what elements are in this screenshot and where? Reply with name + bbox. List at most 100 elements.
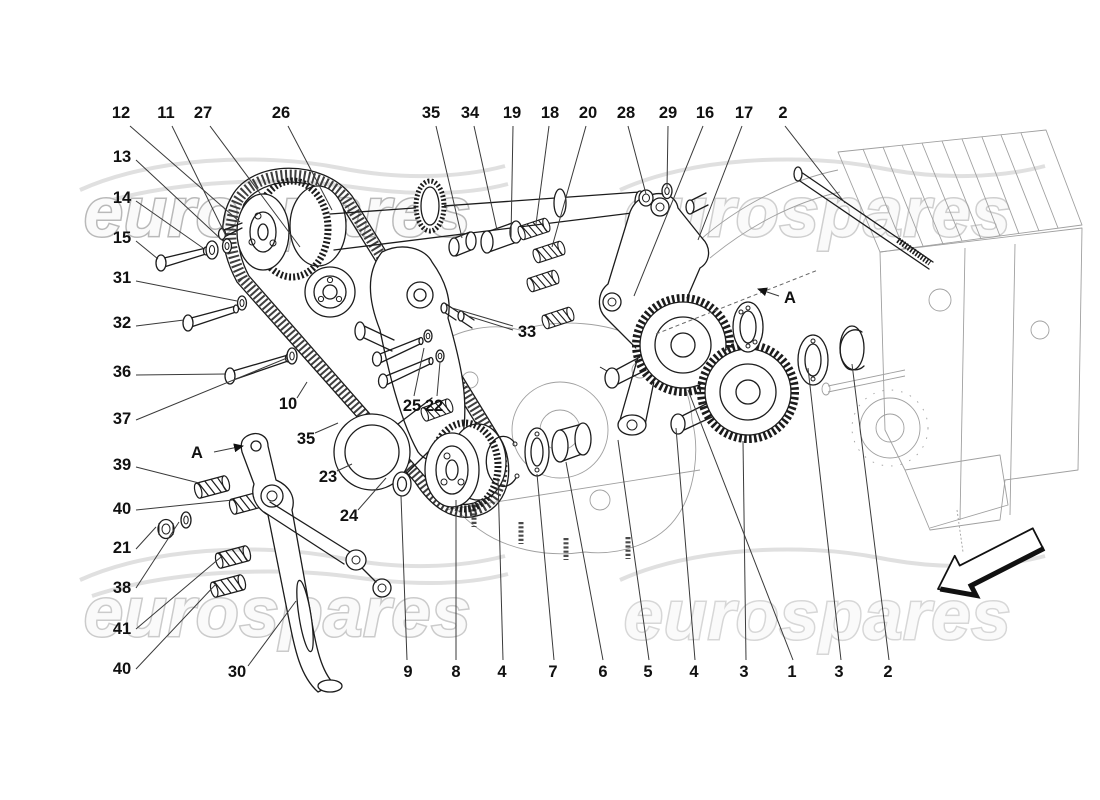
alignment-dash-line xyxy=(655,269,819,335)
leader-line xyxy=(436,361,441,397)
leader-line xyxy=(435,125,463,239)
part-callout-20-8: 20 xyxy=(579,104,597,122)
tensioner-bolts xyxy=(371,329,445,389)
part-callout-16-11: 16 xyxy=(696,104,714,122)
washer xyxy=(205,240,219,260)
bolt xyxy=(182,314,194,332)
leader-line xyxy=(536,473,555,661)
tensioner-pulley xyxy=(304,266,356,318)
leader-line xyxy=(400,495,408,661)
leader-line xyxy=(535,125,550,225)
leader-line xyxy=(467,315,514,331)
leader-line xyxy=(247,600,297,667)
leader-line xyxy=(171,125,227,237)
part-callout-27-2: 27 xyxy=(194,104,212,122)
part-callout-28-9: 28 xyxy=(617,104,635,122)
part-callout-17-12: 17 xyxy=(735,104,753,122)
camshaft-stud-bolt xyxy=(793,166,934,270)
bearing-races xyxy=(732,301,865,386)
leader-line xyxy=(135,280,238,302)
leader-line xyxy=(551,125,587,248)
washer xyxy=(221,238,233,254)
part-callout-19-6: 19 xyxy=(503,104,521,122)
part-callout-26-3: 26 xyxy=(272,104,290,122)
leader-line xyxy=(497,477,504,661)
part-callout-4-42: 4 xyxy=(689,663,699,681)
snap-ring xyxy=(485,435,520,488)
leader-line xyxy=(135,373,227,376)
leader-line xyxy=(675,427,696,661)
leader-line xyxy=(687,389,794,661)
leader-line xyxy=(357,477,387,511)
leader-line xyxy=(851,363,890,661)
part-callout-35-4: 35 xyxy=(422,104,440,122)
leader-line xyxy=(135,583,217,670)
pivot-pins xyxy=(440,302,475,329)
part-callout-18-7: 18 xyxy=(541,104,559,122)
part-callout-40-26: 40 xyxy=(113,660,131,678)
part-callout-21-23: 21 xyxy=(113,539,131,557)
part-callout-40-22: 40 xyxy=(113,500,131,518)
leader-line xyxy=(784,125,846,204)
washer xyxy=(236,295,248,311)
camshaft-pulley xyxy=(236,177,347,281)
stay-bracket xyxy=(240,432,392,693)
part-callout-1-44: 1 xyxy=(787,663,796,681)
part-callout-15-16: 15 xyxy=(113,229,131,247)
direction-arrow xyxy=(937,527,1046,599)
support-bracket xyxy=(598,182,710,436)
leader-line xyxy=(135,526,157,550)
crank-bushing xyxy=(392,471,412,497)
part-callout-10-28: 10 xyxy=(279,395,297,413)
part-callout-2-13: 2 xyxy=(778,104,787,122)
leader-line xyxy=(666,125,669,189)
part-callout-41-25: 41 xyxy=(113,620,131,638)
part-callout-2-46: 2 xyxy=(883,663,892,681)
leader-line xyxy=(697,125,743,241)
leader-line xyxy=(617,439,650,661)
watermark-text: eurospares xyxy=(84,573,471,651)
washer xyxy=(180,511,192,529)
part-callout-9-36: 9 xyxy=(403,663,412,681)
leader-line xyxy=(627,125,647,195)
leader-line xyxy=(336,463,353,472)
part-callout-25-32: 25 xyxy=(403,397,421,415)
part-callout-34-5: 34 xyxy=(461,104,480,122)
part-callout-3-43: 3 xyxy=(739,663,748,681)
leader-line xyxy=(633,125,704,297)
leader-line xyxy=(287,125,333,211)
part-callout-33-34: 33 xyxy=(518,323,536,341)
leader-line xyxy=(209,125,301,248)
nut xyxy=(638,189,654,207)
part-callout-31-17: 31 xyxy=(113,269,131,287)
leader-line xyxy=(135,466,200,484)
timing-gear-2 xyxy=(670,341,799,443)
part-callout-12-0: 12 xyxy=(112,104,130,122)
part-callout-32-18: 32 xyxy=(113,314,131,332)
part-callout-7-39: 7 xyxy=(548,663,557,681)
part-callout-37-20: 37 xyxy=(113,410,131,428)
leader-line xyxy=(413,347,425,397)
part-callout-A-47: A xyxy=(191,444,203,462)
part-callout-30-27: 30 xyxy=(228,663,246,681)
bearing xyxy=(524,427,550,477)
nut xyxy=(157,518,175,540)
part-callout-13-14: 13 xyxy=(113,148,131,166)
cover-studs xyxy=(471,505,631,560)
part-callout-22-33: 22 xyxy=(425,397,443,415)
part-callout-23-30: 23 xyxy=(319,468,337,486)
part-callout-4-38: 4 xyxy=(497,663,507,681)
leader-line xyxy=(135,556,222,630)
leader-line xyxy=(757,287,780,297)
watermark-bottom-left: eurospares xyxy=(79,547,509,653)
leader-line xyxy=(135,240,159,260)
part-callout-5-41: 5 xyxy=(643,663,652,681)
leader-line xyxy=(473,125,498,231)
leader-line xyxy=(135,521,180,589)
leader-line xyxy=(807,367,842,661)
leader-line xyxy=(129,125,241,223)
leader-line xyxy=(135,357,288,421)
leader-line xyxy=(296,381,308,399)
